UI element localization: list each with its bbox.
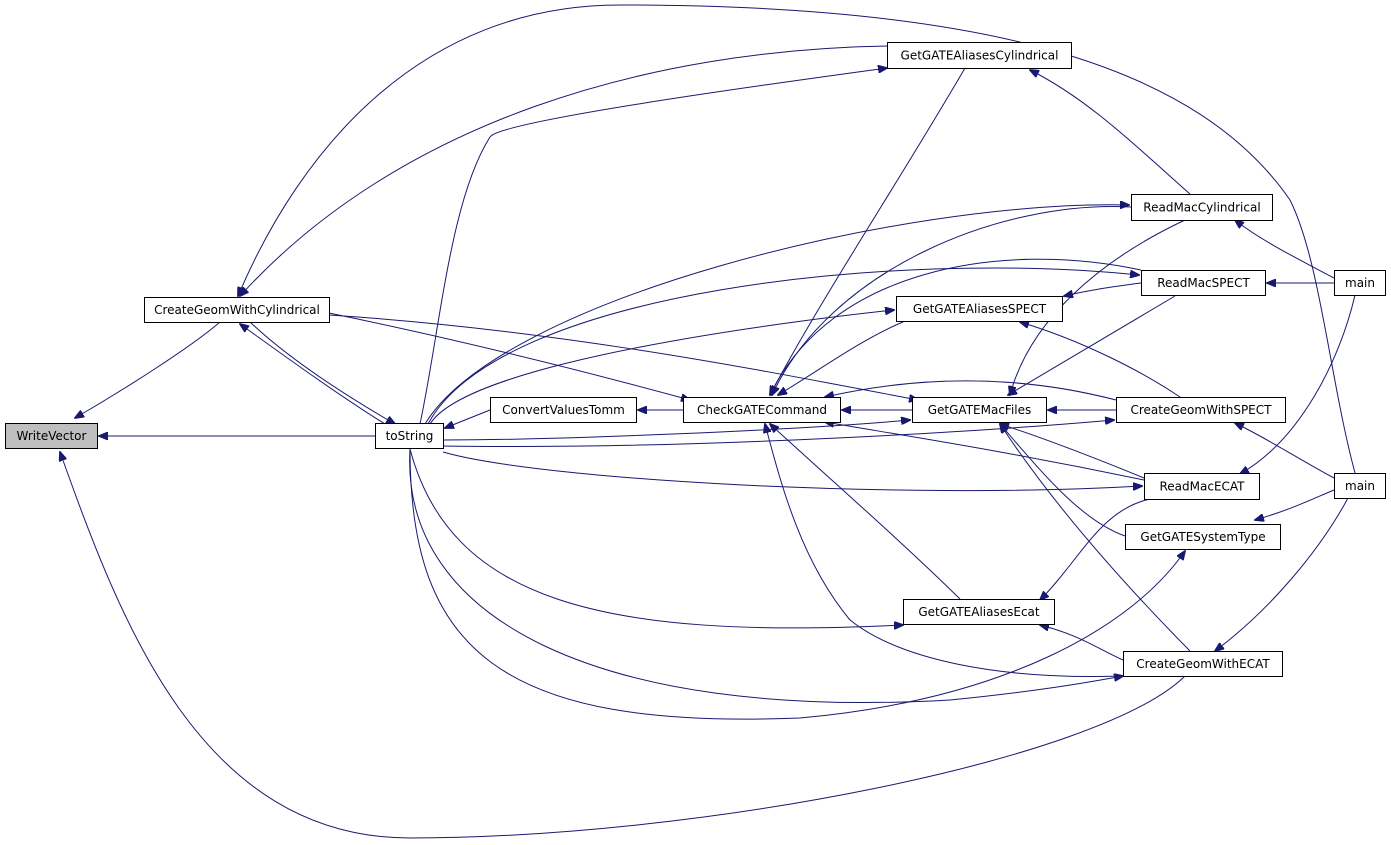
edge-aliasecat-to-checkgate	[770, 424, 961, 600]
node-createspect[interactable]: CreateGeomWithSPECT	[1116, 397, 1286, 423]
edge-tostring-to-createspect	[442, 420, 1114, 448]
edge-main2-to-createecat	[1215, 497, 1349, 651]
node-label: GetGATEAliasesEcat	[918, 605, 1040, 619]
node-label: GetGATEAliasesCylindrical	[901, 49, 1059, 63]
edge-createecat-to-writevector	[60, 452, 1186, 839]
edge-tostring-to-createcyl	[240, 324, 386, 425]
node-box	[490, 397, 637, 423]
node-writevector[interactable]: WriteVector	[5, 423, 98, 449]
node-label: main	[1345, 276, 1375, 290]
node-aliascyl[interactable]: GetGATEAliasesCylindrical	[887, 42, 1072, 69]
node-tostring[interactable]: toString	[375, 423, 444, 449]
node-readecat[interactable]: ReadMacECAT	[1144, 473, 1260, 500]
edge-readspect-to-aliasspect	[1064, 282, 1142, 296]
edge-main2-to-createcyl	[238, 4, 1356, 474]
node-label: ConvertValuesTomm	[502, 403, 625, 417]
edge-createcyl-to-macfiles	[328, 314, 918, 400]
node-label: CreateGeomWithSPECT	[1131, 403, 1273, 417]
edge-tostring-to-systype	[409, 448, 1185, 720]
node-systype[interactable]: GetGATESystemType	[1125, 524, 1281, 550]
node-label: ReadMacECAT	[1159, 480, 1245, 494]
edge-tostring-to-readspect	[427, 267, 1139, 425]
edge-convert-to-tostring	[445, 409, 491, 428]
edge-createcyl-to-writevector	[75, 321, 221, 418]
node-label: CreateGeomWithECAT	[1136, 657, 1270, 671]
edge-createspect-to-checkgate	[825, 380, 1117, 401]
node-label: GetGATEAliasesSPECT	[913, 302, 1047, 316]
edge-main2-to-systype	[1255, 489, 1335, 520]
node-box	[912, 397, 1047, 423]
edge-main2-to-createspect	[1235, 423, 1335, 479]
node-box	[1116, 397, 1286, 423]
edges-layer	[60, 4, 1356, 839]
node-box	[1123, 651, 1283, 677]
edge-readcyl-to-macfiles	[1010, 219, 1186, 395]
node-aliasspect[interactable]: GetGATEAliasesSPECT	[896, 296, 1063, 322]
edge-aliascyl-to-createcyl	[240, 45, 888, 296]
edge-createspect-to-aliasspect	[1020, 322, 1181, 398]
edge-tostring-to-createecat	[409, 448, 1123, 703]
edge-readspect-to-macfiles	[1008, 295, 1176, 395]
node-label: GetGATEMacFiles	[928, 403, 1032, 417]
node-box	[1144, 473, 1260, 500]
node-label: main	[1345, 479, 1375, 493]
node-box	[144, 297, 330, 323]
node-aliasecat[interactable]: GetGATEAliasesEcat	[903, 599, 1055, 625]
edge-createcyl-to-checkgate	[328, 312, 690, 400]
node-createcyl[interactable]: CreateGeomWithCylindrical	[144, 297, 330, 323]
node-macfiles[interactable]: GetGATEMacFiles	[912, 397, 1047, 423]
node-box	[1141, 270, 1266, 296]
node-label: toString	[386, 429, 434, 443]
node-box	[896, 296, 1063, 322]
edge-readecat-to-macfiles	[1000, 424, 1145, 479]
node-main2[interactable]: main	[1334, 473, 1386, 499]
node-main1[interactable]: main	[1334, 270, 1386, 296]
edge-tostring-to-aliasecat	[409, 448, 903, 628]
edge-readecat-to-checkgate	[825, 422, 1145, 481]
edge-tostring-to-macfiles	[442, 420, 910, 441]
edge-readspect-to-checkgate	[770, 258, 1142, 395]
node-box	[683, 397, 841, 423]
edge-createecat-to-aliasecat	[1040, 625, 1124, 661]
node-convert[interactable]: ConvertValuesTomm	[490, 397, 637, 423]
node-readcyl[interactable]: ReadMacCylindrical	[1131, 194, 1273, 221]
node-label: GetGATESystemType	[1140, 530, 1265, 544]
node-checkgate[interactable]: CheckGATECommand	[683, 397, 841, 423]
node-label: ReadMacSPECT	[1157, 276, 1250, 290]
edge-systype-to-macfiles	[1000, 424, 1126, 537]
nodes-layer: WriteVector CreateGeomWithCylindrical toSt…	[5, 42, 1386, 677]
node-box	[1125, 524, 1281, 550]
edge-readecat-to-aliasecat	[1040, 498, 1151, 600]
edge-createecat-to-macfiles	[1000, 424, 1191, 652]
edge-main1-to-readcyl	[1235, 220, 1335, 279]
node-readspect[interactable]: ReadMacSPECT	[1141, 270, 1266, 296]
edge-tostring-to-aliascyl	[419, 68, 887, 425]
edge-aliasspect-to-checkgate	[778, 320, 906, 395]
node-box	[887, 42, 1072, 69]
edge-readcyl-to-aliascyl	[1030, 70, 1191, 195]
node-box	[5, 423, 98, 449]
node-createecat[interactable]: CreateGeomWithECAT	[1123, 651, 1283, 677]
edge-tostring-to-aliasspect	[429, 310, 894, 425]
edge-tostring-to-readcyl	[424, 205, 1129, 425]
edge-tostring-to-readecat	[442, 451, 1142, 492]
edge-createecat-to-checkgate	[765, 424, 1124, 677]
node-box	[1131, 194, 1273, 221]
node-box	[1334, 473, 1386, 499]
node-label: WriteVector	[17, 429, 87, 443]
node-box	[1334, 270, 1386, 296]
node-label: ReadMacCylindrical	[1143, 201, 1260, 215]
edge-aliascyl-to-checkgate	[770, 67, 966, 395]
node-label: CheckGATECommand	[697, 403, 827, 417]
edge-createcyl-to-tostring	[249, 321, 395, 424]
node-box	[903, 599, 1055, 625]
node-box	[375, 423, 444, 449]
node-label: CreateGeomWithCylindrical	[154, 303, 320, 317]
edge-main1-to-readecat	[1240, 294, 1356, 474]
